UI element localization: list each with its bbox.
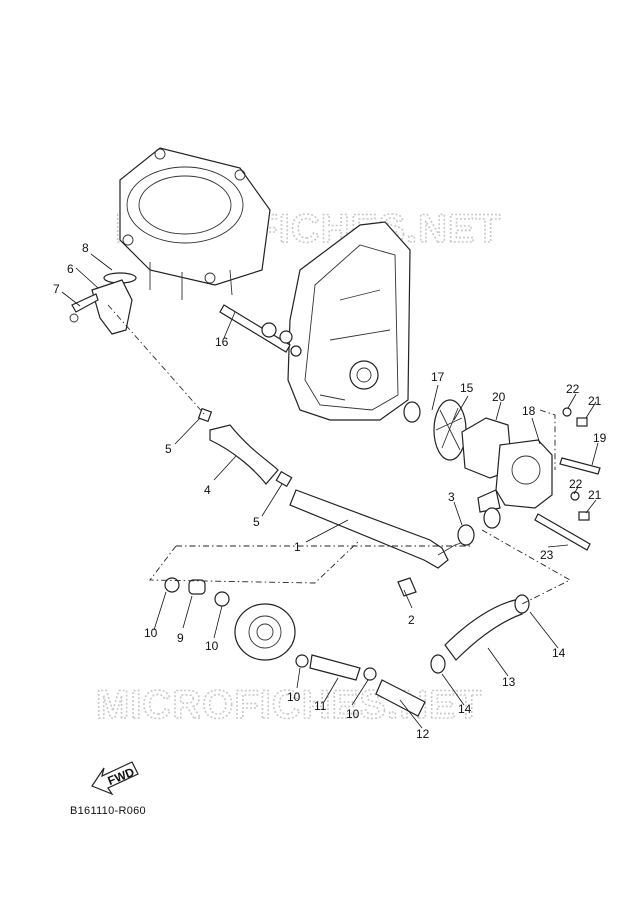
clamp-3 <box>457 507 501 546</box>
hose-11 <box>295 654 377 681</box>
crankcase-cover <box>287 221 411 421</box>
callout-14a: 14 <box>552 646 566 660</box>
bolt-7 <box>71 293 99 313</box>
drawing-code: B161110-R060 <box>70 805 146 817</box>
callout-13: 13 <box>502 675 516 689</box>
callout-9: 9 <box>177 631 184 645</box>
callout-numbers: 1 2 3 4 5 5 6 7 8 9 10 10 10 10 11 12 13… <box>53 241 607 741</box>
callout-18: 18 <box>522 404 536 418</box>
callout-3: 3 <box>448 490 455 504</box>
callout-22b: 22 <box>569 477 583 491</box>
callout-23: 23 <box>540 548 554 562</box>
callout-6: 6 <box>67 262 74 276</box>
callout-16: 16 <box>215 335 229 349</box>
callout-10a: 10 <box>144 626 158 640</box>
bolt-2 <box>397 577 417 597</box>
thermostat-housing <box>69 272 137 335</box>
callout-15: 15 <box>460 381 474 395</box>
callout-21b: 21 <box>588 488 602 502</box>
callout-10d: 10 <box>346 707 360 721</box>
hose-4 <box>197 407 293 488</box>
water-pump-housing <box>477 439 553 513</box>
pipe-1 <box>289 489 471 569</box>
hose-9-clamps-10 <box>164 577 230 607</box>
callout-11: 11 <box>314 699 327 713</box>
impeller-shaft <box>219 304 302 357</box>
callout-8: 8 <box>82 241 89 255</box>
housing-6 <box>91 279 133 335</box>
callout-2: 2 <box>408 613 415 627</box>
callout-17: 17 <box>431 370 445 384</box>
callout-7: 7 <box>53 282 60 296</box>
assembly-lines <box>107 304 571 605</box>
callout-5a: 5 <box>165 442 172 456</box>
callout-20: 20 <box>492 390 506 404</box>
callout-12: 12 <box>416 727 430 741</box>
callout-5b: 5 <box>253 515 260 529</box>
callout-14b: 14 <box>458 702 472 716</box>
callout-10b: 10 <box>205 639 219 653</box>
cylinder-block <box>119 147 271 300</box>
callout-leaders <box>61 253 599 729</box>
callout-4: 4 <box>204 483 211 497</box>
callout-10c: 10 <box>287 690 301 704</box>
hose-13 <box>430 594 530 674</box>
callout-22a: 22 <box>566 382 580 396</box>
callout-1: 1 <box>294 540 301 554</box>
callout-21a: 21 <box>588 394 602 408</box>
pump-bolts <box>534 407 601 551</box>
fwd-arrow-icon: FWD <box>91 761 139 796</box>
oil-cooler <box>234 603 296 661</box>
hose-12 <box>375 679 426 717</box>
water-pump-internals <box>403 399 513 479</box>
fwd-label: FWD <box>106 765 137 788</box>
callout-19: 19 <box>593 431 607 445</box>
